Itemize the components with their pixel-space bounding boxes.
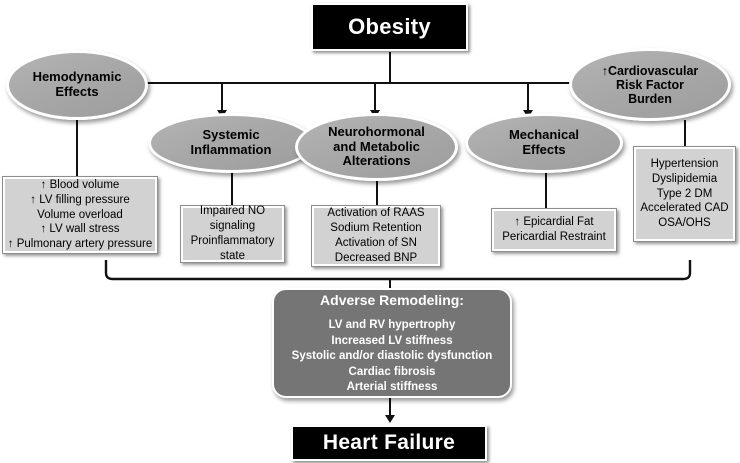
node-obesity-label: Obesity [348, 14, 431, 39]
mechanical-line-1: ↑ Epicardial Fat [514, 215, 593, 230]
adverse-remodeling-line-1: LV and RV hypertrophy [328, 319, 456, 332]
inflammation-line-3: Proinflammatory [191, 234, 275, 249]
cvrisk-line-5: OSA/OHS [658, 216, 710, 231]
cvrisk-line-2-text: Dyslipidemia [651, 172, 718, 185]
inflammation-line-1: Impaired NO [200, 204, 265, 219]
neuro-line-3: Alterations [342, 153, 411, 169]
hemodynamic-line-2-text: LV filling pressure [39, 193, 130, 206]
connector-bus-to-neurohormonal [374, 83, 376, 111]
cvrisk-line-3-text: Type 2 DM [656, 187, 713, 200]
hemodynamic-line-4-text: LV wall stress [49, 223, 120, 236]
cvrisk-line-4: Accelerated CAD [640, 201, 728, 216]
mechanical-line-1: Mechanical [508, 127, 580, 143]
hemodynamic-line-1: Hemodynamic [32, 69, 122, 85]
neurohormonal-line-1-text: Activation of RAAS [327, 207, 425, 220]
hemodynamic-line-3: Volume overload [37, 208, 123, 223]
cvrisk-line-1: Hypertension [651, 157, 719, 172]
connector-neurohormonal-to-box [376, 180, 378, 205]
connector-obesity-to-bus [389, 52, 391, 83]
hemodynamic-line-4: ↑ LV wall stress [40, 222, 119, 237]
neuro-line-1: Neurohormonal [328, 124, 425, 140]
inflammation-line-4: state [220, 249, 245, 264]
neurohormonal-line-1: Activation of RAAS [327, 206, 424, 221]
node-hemodynamic-effects[interactable]: Hemodynamic Effects [6, 50, 148, 120]
mechanical-line-2-text: Pericardial Restraint [502, 231, 606, 243]
hemodynamic-line-2: ↑ LV filling pressure [30, 193, 130, 208]
mechanical-line-2: Pericardial Restraint [502, 230, 606, 245]
neurohormonal-line-2: Sodium Retention [330, 221, 421, 236]
cvrisk-line-3: Burden [628, 91, 672, 106]
node-heart-failure[interactable]: Heart Failure [291, 425, 487, 461]
connector-bus-to-mechanical [527, 83, 529, 111]
connector-remodeling-to-outcome [389, 397, 391, 417]
inflammation-line-4-text: state [220, 249, 245, 262]
cvrisk-line-2: Risk Factor [615, 77, 685, 92]
node-systemic-inflammation[interactable]: Systemic Inflammation [148, 113, 314, 173]
connector-cvrisk-to-box [684, 120, 686, 146]
arrowhead-to-outcome [385, 415, 395, 423]
up-arrow-icon: ↑ [514, 216, 524, 229]
cvrisk-line-2: Dyslipidemia [652, 172, 717, 187]
connector-mechanical-to-box [545, 172, 547, 208]
cvrisk-line-1-text: Cardiovascular [607, 63, 699, 78]
inflammation-line-2: signaling [210, 219, 255, 234]
adverse-remodeling-line-5: Arterial stiffness [346, 380, 438, 393]
hemodynamic-line-2: Effects [55, 84, 99, 99]
neurohormonal-line-3-text: Activation of SN [335, 237, 417, 249]
hemodynamic-line-1-text: Blood volume [49, 178, 120, 191]
cvrisk-line-5-text: OSA/OHS [658, 217, 711, 230]
connector-bus-to-systemic [221, 83, 223, 111]
cvrisk-line-1-text: Hypertension [650, 157, 719, 170]
adverse-remodeling-line-4: Cardiac fibrosis [348, 365, 436, 378]
inflammation-line-1-text: Impaired NO [199, 205, 266, 218]
adverse-remodeling-line-2: Increased LV stiffness [331, 334, 453, 347]
neurohormonal-line-4: Decreased BNP [335, 251, 417, 266]
up-arrow-icon: ↑ [40, 178, 50, 191]
node-mechanical-effects[interactable]: Mechanical Effects [465, 113, 623, 173]
neurohormonal-line-3: Activation of SN [335, 236, 417, 251]
inflammation-line-2-text: signaling [209, 220, 256, 233]
hemodynamic-line-5: ↑ Pulmonary artery pressure [8, 237, 152, 252]
node-obesity[interactable]: Obesity [311, 3, 468, 51]
systemic-line-1: Systemic [202, 127, 260, 143]
neuro-line-2: and Metabolic [333, 138, 420, 154]
node-neurohormonal-metabolic-alterations[interactable]: Neurohormonal and Metabolic Alterations [295, 113, 458, 181]
connector-systemic-to-box [231, 172, 233, 205]
hemodynamic-line-1: ↑ Blood volume [41, 178, 120, 193]
bracket-to-remodeling [104, 260, 692, 282]
node-heart-failure-label: Heart Failure [322, 431, 456, 454]
adverse-remodeling-line-3: Systolic and/or diastolic dysfunction [291, 350, 493, 363]
up-arrow-icon: ↑ [7, 238, 17, 251]
mechanical-line-1-text: Epicardial Fat [523, 216, 594, 229]
connector-horizontal-bus [80, 82, 700, 84]
cvrisk-line-4-text: Accelerated CAD [640, 202, 729, 215]
neurohormonal-line-4-text: Decreased BNP [334, 251, 418, 264]
node-adverse-remodeling[interactable]: Adverse Remodeling: LV and RV hypertrophy… [272, 288, 512, 398]
mechanical-line-2: Effects [522, 142, 566, 157]
cvrisk-line-3: Type 2 DM [657, 187, 713, 202]
up-arrow-icon: ↑ [40, 223, 50, 236]
inflammation-line-3-text: Proinflammatory [190, 235, 275, 247]
node-cv-risk-factor-burden[interactable]: ↑Cardiovascular Risk Factor Burden [569, 48, 731, 121]
neurohormonal-line-2-text: Sodium Retention [330, 222, 422, 235]
hemodynamic-line-5-text: Pulmonary artery pressure [16, 238, 153, 251]
cvrisk-line-1: ↑Cardiovascular [602, 64, 699, 78]
connector-hemodynamic-to-box [76, 120, 78, 176]
up-arrow-icon: ↑ [601, 63, 608, 78]
hemodynamic-line-3-text: Volume overload [37, 208, 123, 221]
up-arrow-icon: ↑ [30, 193, 40, 206]
systemic-line-2: Inflammation [190, 142, 272, 157]
adverse-remodeling-heading: Adverse Remodeling: [320, 291, 464, 308]
